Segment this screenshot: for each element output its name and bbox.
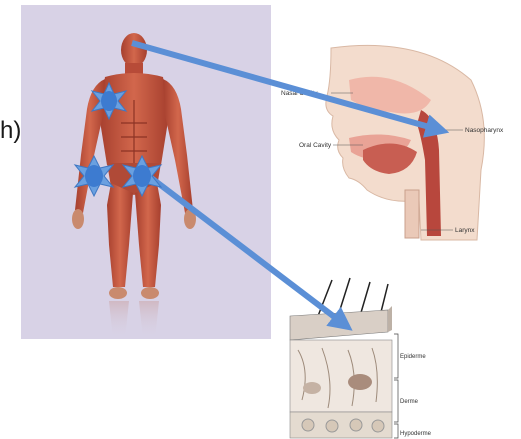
virus-icon (92, 83, 126, 119)
virus-icon (75, 156, 113, 196)
virus-icon (123, 156, 161, 196)
arrow-icon (150, 177, 345, 325)
arrow-icon (132, 43, 440, 130)
